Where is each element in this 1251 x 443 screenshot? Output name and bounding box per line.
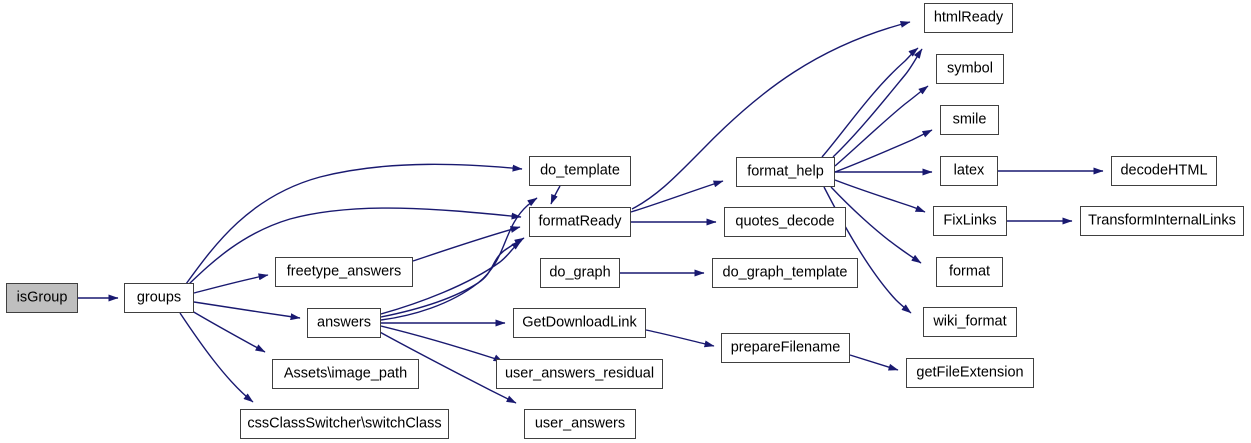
node-label-do_graph_template: do_graph_template <box>722 264 848 281</box>
node-do_graph[interactable]: do_graph <box>540 258 620 288</box>
node-assets_image_path[interactable]: Assets\image_path <box>272 359 419 389</box>
node-label-GetDownloadLink: GetDownloadLink <box>522 314 637 331</box>
edge-format_help-to-smile <box>834 129 933 173</box>
node-label-latex: latex <box>953 162 985 179</box>
edge-groups-to-assets_image_path <box>191 310 266 353</box>
node-freetype_answers[interactable]: freetype_answers <box>275 257 413 287</box>
edge-groups-to-cssClassSwitcher_switchClass <box>179 312 254 403</box>
node-groups[interactable]: groups <box>124 283 194 313</box>
node-format_help[interactable]: format_help <box>736 157 835 187</box>
node-label-cssClassSwitcher_switchClass: cssClassSwitcher\switchClass <box>247 415 442 432</box>
node-prepareFilename[interactable]: prepareFilename <box>721 333 850 363</box>
node-do_template[interactable]: do_template <box>529 156 631 186</box>
node-label-formatReady: formatReady <box>538 213 622 230</box>
edge-GetDownloadLink-to-prepareFilename <box>645 329 715 348</box>
edge-freetype_answers-to-formatReady <box>412 226 521 262</box>
node-label-user_answers: user_answers <box>534 415 626 432</box>
node-label-assets_image_path: Assets\image_path <box>283 365 408 382</box>
node-label-quotes_decode: quotes_decode <box>735 213 835 230</box>
node-getFileExtension[interactable]: getFileExtension <box>906 358 1034 388</box>
edge-groups-to-freetype_answers <box>193 273 269 294</box>
node-symbol[interactable]: symbol <box>936 54 1004 84</box>
edge-answers-to-user_answers_residual <box>380 325 504 363</box>
node-label-user_answers_residual: user_answers_residual <box>504 365 655 382</box>
edge-do_template-to-formatReady <box>550 185 561 205</box>
node-user_answers_residual[interactable]: user_answers_residual <box>496 359 663 389</box>
node-label-getFileExtension: getFileExtension <box>916 364 1024 381</box>
node-label-wiki_format: wiki_format <box>933 313 1007 330</box>
node-label-answers: answers <box>317 314 371 331</box>
edge-prepareFilename-to-getFileExtension <box>849 354 899 371</box>
node-isGroup[interactable]: isGroup <box>6 283 78 313</box>
edge-format_help-to-htmlReady <box>832 48 923 158</box>
edge-groups-to-answers <box>193 301 301 321</box>
node-label-FixLinks: FixLinks <box>943 212 997 229</box>
node-wiki_format[interactable]: wiki_format <box>923 307 1017 337</box>
node-label-format_help: format_help <box>747 163 824 180</box>
edge-format_help-to-symbol <box>834 85 929 167</box>
node-label-decodeHTML: decodeHTML <box>1120 162 1208 179</box>
node-formatReady[interactable]: formatReady <box>529 207 631 237</box>
node-decodeHTML[interactable]: decodeHTML <box>1111 156 1217 186</box>
node-label-groups: groups <box>136 289 182 306</box>
node-do_graph_template[interactable]: do_graph_template <box>712 258 858 288</box>
node-answers[interactable]: answers <box>307 308 381 338</box>
node-GetDownloadLink[interactable]: GetDownloadLink <box>513 308 646 338</box>
node-latex[interactable]: latex <box>940 156 998 186</box>
node-label-format: format <box>948 263 991 280</box>
edge-format_help-to-FixLinks <box>834 179 926 213</box>
node-format[interactable]: format <box>936 257 1003 287</box>
edge-formatReady-to-format_help <box>630 180 724 213</box>
edge-format_help-to-wiki_format <box>823 186 912 314</box>
node-htmlReady[interactable]: htmlReady <box>924 3 1013 33</box>
node-label-symbol: symbol <box>947 60 993 77</box>
node-quotes_decode[interactable]: quotes_decode <box>724 207 846 237</box>
node-label-prepareFilename: prepareFilename <box>730 339 841 356</box>
node-label-do_template: do_template <box>540 162 620 179</box>
node-label-htmlReady: htmlReady <box>933 9 1004 26</box>
node-user_answers[interactable]: user_answers <box>524 409 636 439</box>
node-label-smile: smile <box>952 111 987 128</box>
node-label-TransformInternalLinks: TransformInternalLinks <box>1088 212 1236 229</box>
node-label-freetype_answers: freetype_answers <box>286 263 402 280</box>
node-FixLinks[interactable]: FixLinks <box>933 206 1007 236</box>
node-label-do_graph: do_graph <box>549 264 611 281</box>
node-label-isGroup: isGroup <box>16 289 68 306</box>
node-TransformInternalLinks[interactable]: TransformInternalLinks <box>1080 206 1244 236</box>
node-cssClassSwitcher_switchClass[interactable]: cssClassSwitcher\switchClass <box>240 409 449 439</box>
node-smile[interactable]: smile <box>940 105 999 135</box>
edge-format_help-to-htmlReady <box>821 47 919 158</box>
